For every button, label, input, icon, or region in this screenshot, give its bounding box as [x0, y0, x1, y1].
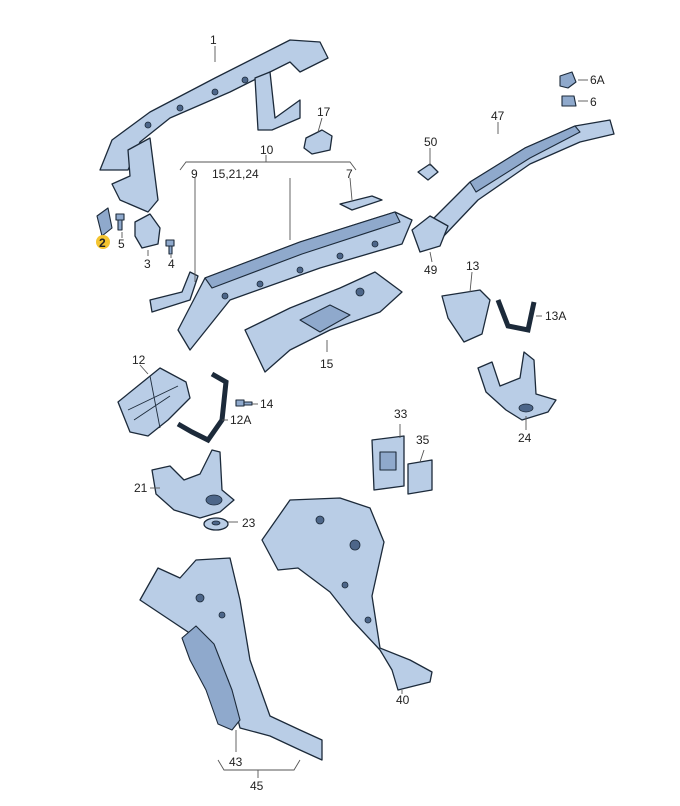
- label-10-sub: 15,21,24: [212, 167, 259, 181]
- part-33-plate[interactable]: [371, 435, 405, 491]
- part-5-screw[interactable]: [115, 213, 125, 231]
- part-15-panel[interactable]: [244, 271, 403, 373]
- label-2: 2: [99, 236, 106, 250]
- label-6: 6: [590, 95, 597, 109]
- part-12a-hook[interactable]: [176, 371, 229, 444]
- part-6a-fastener[interactable]: [559, 71, 577, 89]
- label-21: 21: [134, 481, 148, 495]
- label-9: 9: [191, 167, 198, 181]
- part-13a-u-bracket[interactable]: [495, 299, 537, 333]
- label-15: 15: [320, 357, 334, 371]
- part-9-strip[interactable]: [149, 271, 199, 313]
- label-45: 45: [250, 779, 264, 793]
- part-50-clip[interactable]: [417, 163, 439, 181]
- part-23-grommet[interactable]: [203, 517, 229, 531]
- part-21-bracket[interactable]: [151, 449, 235, 519]
- part-1-cross-member[interactable]: [99, 39, 329, 213]
- part-43-inner-panel[interactable]: [181, 625, 241, 731]
- label-23: 23: [242, 516, 256, 530]
- label-13: 13: [466, 259, 480, 273]
- label-43: 43: [229, 755, 243, 769]
- highlight-marker: [96, 235, 110, 249]
- label-7: 7: [346, 167, 353, 181]
- part-14-screw[interactable]: [235, 399, 253, 407]
- part-40-wheel-arch[interactable]: [261, 497, 433, 691]
- label-50: 50: [424, 135, 438, 149]
- part-7-strip[interactable]: [339, 195, 383, 211]
- label-1: 1: [210, 33, 217, 47]
- label-14: 14: [260, 397, 274, 411]
- label-47: 47: [491, 109, 505, 123]
- label-40: 40: [396, 693, 410, 707]
- label-49: 49: [424, 263, 438, 277]
- part-4-bolt[interactable]: [165, 239, 175, 255]
- part-10-panel[interactable]: [177, 211, 413, 351]
- part-49-bracket[interactable]: [411, 215, 449, 253]
- part-6-nut[interactable]: [561, 95, 577, 107]
- label-4: 4: [168, 257, 175, 271]
- part-47-rail[interactable]: [429, 119, 615, 241]
- label-12: 12: [132, 353, 146, 367]
- label-6a: 6A: [590, 73, 605, 87]
- label-10: 10: [260, 143, 274, 157]
- leader-lines: [121, 46, 588, 778]
- label-3: 3: [144, 257, 151, 271]
- label-17: 17: [317, 105, 331, 119]
- label-33: 33: [394, 407, 408, 421]
- label-24: 24: [518, 431, 532, 445]
- part-17-block[interactable]: [303, 129, 333, 155]
- part-3-bracket[interactable]: [134, 213, 161, 249]
- label-13a: 13A: [545, 309, 566, 323]
- part-35-plate[interactable]: [407, 459, 433, 495]
- callout-labels: 1 2 3 4 5 6 6A 7 9 10 15,21,24 12 12A 13…: [99, 33, 605, 793]
- label-35: 35: [416, 433, 430, 447]
- label-5: 5: [118, 237, 125, 251]
- part-2-clip[interactable]: [96, 207, 113, 249]
- part-13-bracket[interactable]: [441, 289, 491, 343]
- part-24-housing[interactable]: [477, 351, 557, 421]
- part-12-plate[interactable]: [117, 367, 191, 437]
- label-12a: 12A: [230, 413, 251, 427]
